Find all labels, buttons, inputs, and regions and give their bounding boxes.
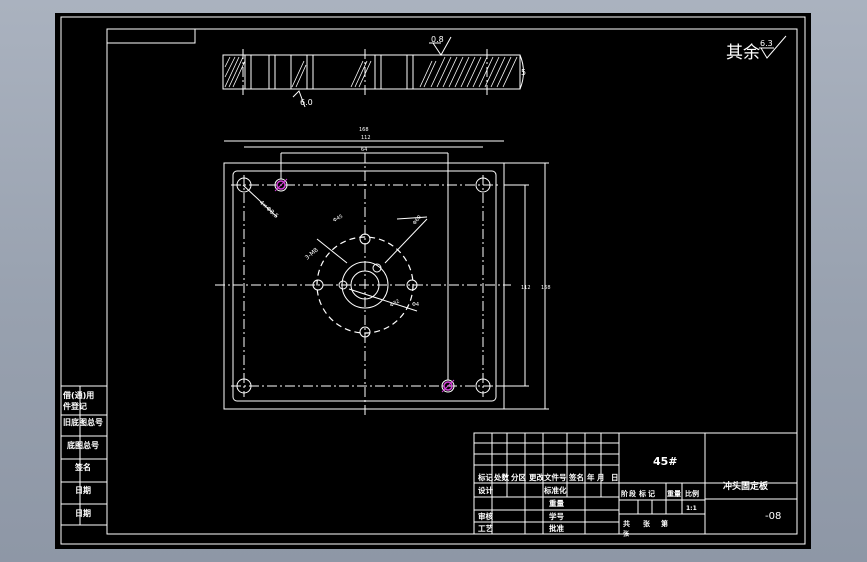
hdr-7: 日 bbox=[611, 473, 619, 482]
dim-ang-4: Φ60 bbox=[412, 214, 423, 226]
sheet-2: 第 bbox=[661, 519, 668, 528]
left-label-5: 日期 bbox=[75, 485, 91, 495]
side-roughness-2: 6.0 bbox=[300, 98, 313, 107]
svg-text:5: 5 bbox=[521, 68, 526, 77]
plan-view: 168 112 64 112 168 4×Φ8.5 Φ45 Φ60 3-M8 Φ… bbox=[215, 127, 551, 418]
dim-hole-note: 4×Φ8.5 bbox=[258, 199, 280, 220]
side-view: 5 0.8 6.0 bbox=[222, 35, 526, 108]
hdr-1: 处数 bbox=[493, 472, 509, 482]
sheet-3: 张 bbox=[623, 530, 630, 538]
left-label-4: 签名 bbox=[74, 462, 91, 472]
left-row-0: 设计 bbox=[478, 485, 493, 495]
stage-5: 比例 bbox=[685, 489, 699, 498]
stage-3: 记 bbox=[648, 489, 655, 498]
side-roughness: 0.8 bbox=[431, 35, 444, 44]
inner-border bbox=[106, 28, 798, 535]
drawing-canvas[interactable]: 5 0.8 6.0 其余 6.3 bbox=[55, 13, 811, 549]
dim-right-2: 168 bbox=[541, 285, 551, 291]
dim-ang-1: Φ45 bbox=[332, 214, 344, 224]
hdr-3: 更改文件号 bbox=[529, 472, 567, 482]
stage-4: 重量 bbox=[667, 489, 681, 498]
left-row-3: 工艺 bbox=[478, 523, 493, 533]
scale: 1:1 bbox=[686, 505, 697, 512]
hdr-6: 月 bbox=[596, 473, 605, 482]
outer-border bbox=[60, 16, 806, 545]
left-label-2: 旧底图总号 bbox=[63, 417, 103, 427]
stage-0: 阶 bbox=[621, 489, 629, 498]
sheet-1: 张 bbox=[643, 519, 651, 528]
general-roughness: 其余 6.3 bbox=[726, 35, 787, 63]
drawing-number: -08 bbox=[765, 511, 781, 522]
hdr-2: 分区 bbox=[511, 472, 526, 482]
left-label-0: 借(通)用 bbox=[62, 390, 94, 400]
left-label-6: 日期 bbox=[75, 508, 91, 518]
sheet-0: 共 bbox=[623, 519, 630, 528]
mid-row-2: 学号 bbox=[549, 511, 564, 521]
dim-ang-2: Φ32 bbox=[389, 298, 401, 308]
dim-top-3: 64 bbox=[361, 147, 367, 153]
mid-row-1: 重量 bbox=[549, 498, 564, 508]
stage-2: 标 bbox=[638, 489, 646, 498]
dim-right-1: 112 bbox=[521, 285, 531, 291]
title-block: 标记 处数 分区 更改文件号 签名 年 月 日 设计 审核 工艺 标准化 重量 … bbox=[473, 432, 798, 538]
left-panel: 借(通)用 件登记 旧底图总号 底图总号 签名 日期 日期 bbox=[61, 385, 107, 526]
hdr-0: 标记 bbox=[477, 472, 493, 482]
dim-ang-3: Φ4 bbox=[412, 302, 419, 308]
mid-row-0: 标准化 bbox=[543, 485, 567, 495]
corner-box bbox=[106, 28, 196, 44]
hdr-5: 年 bbox=[587, 472, 595, 482]
dim-top-1: 168 bbox=[359, 127, 369, 133]
mid-row-3: 批准 bbox=[549, 523, 564, 533]
material: 45# bbox=[653, 455, 678, 468]
drawing-svg: 5 0.8 6.0 其余 6.3 bbox=[60, 16, 806, 545]
dim-hole-note-2: 3-M8 bbox=[304, 246, 320, 261]
part-name: 冲头固定板 bbox=[723, 480, 769, 492]
dim-top-2: 112 bbox=[361, 135, 371, 141]
left-row-2: 审核 bbox=[478, 511, 493, 521]
hdr-4: 签名 bbox=[568, 472, 584, 482]
left-label-1: 件登记 bbox=[63, 401, 87, 411]
left-label-3: 底图总号 bbox=[66, 440, 99, 450]
roughness-label: 其余 bbox=[726, 43, 760, 63]
roughness-value: 6.3 bbox=[760, 39, 773, 48]
stage-1: 段 bbox=[629, 489, 636, 498]
